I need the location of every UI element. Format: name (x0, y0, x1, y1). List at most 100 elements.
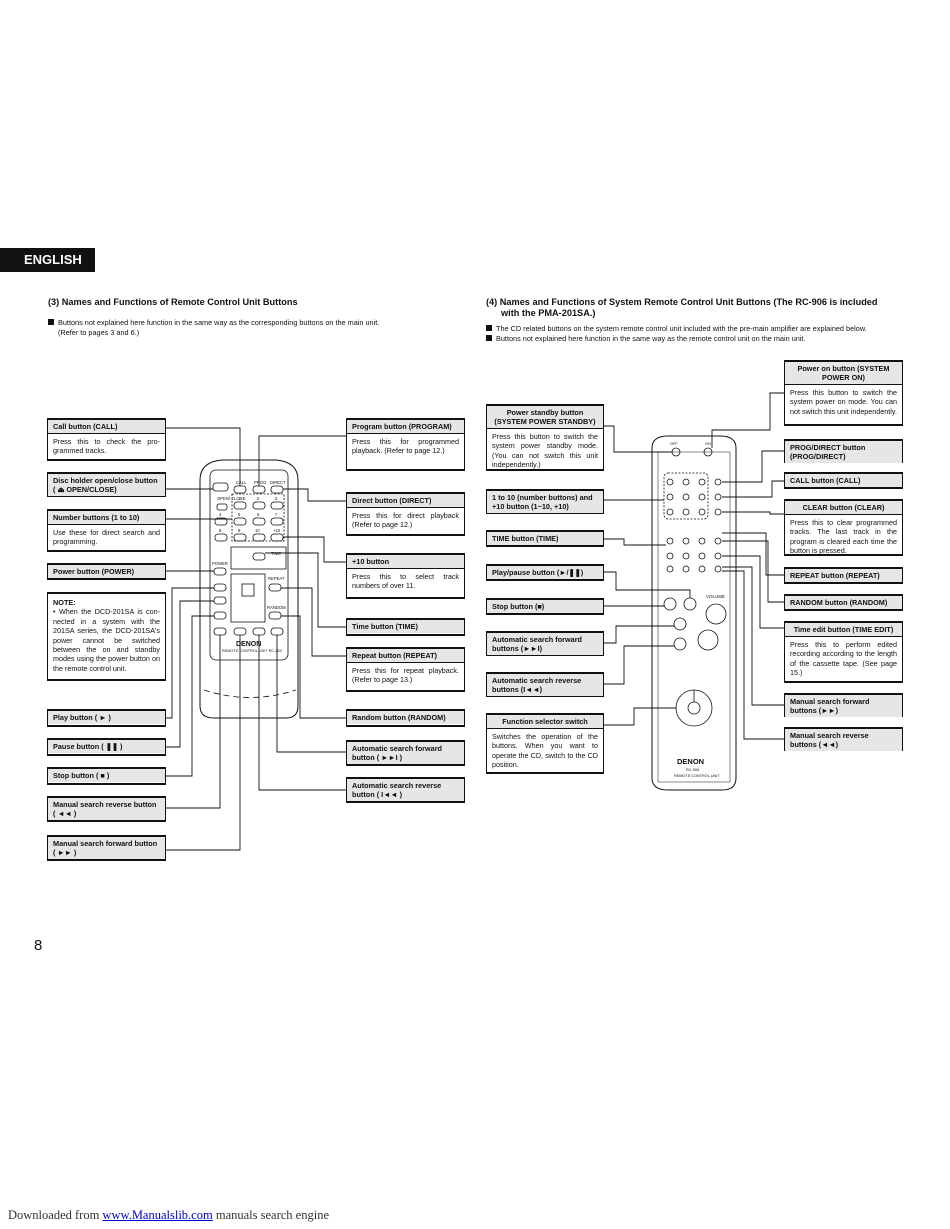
prog-direct-box: PROG/DIRECT button (PROG/DIRECT) (784, 439, 903, 463)
footer-suffix: manuals search engine (215, 1208, 329, 1222)
power-on-box: Power on button (SYSTEM POWER ON) Press … (784, 360, 903, 426)
number-buttons-box: 1 to 10 (number buttons) and +10 button … (486, 489, 604, 514)
remote-label-9: 9 (238, 528, 241, 533)
box-heading: Play button ( ► ) (48, 711, 165, 724)
direct-button-box: Direct button (DIRECT) Press this for di… (346, 492, 465, 536)
call-button-box: CALL button (CALL) (784, 472, 903, 489)
random-button-box: Random button (RANDOM) (346, 709, 465, 727)
auto-search-reverse-box: Automatic search reverse buttons (I◄◄) (486, 672, 604, 697)
box-heading: Automatic search reverse buttons (I◄◄) (487, 674, 603, 696)
call-button-box: Call button (CALL) Press this to check t… (47, 418, 166, 461)
box-body: Switches the operation of the buttons. W… (492, 732, 598, 770)
random-button-box: RANDOM button (RANDOM) (784, 594, 903, 611)
box-heading: Call button (CALL) (48, 420, 165, 434)
auto-search-reverse-box: Automatic search reverse button ( I◄◄ ) (346, 777, 465, 803)
box-heading: Manual search forward buttons (►►) (785, 695, 902, 717)
box-heading: Stop button ( ■ ) (48, 769, 165, 782)
box-body: Use these for direct search and programm… (53, 528, 160, 547)
remote-label-7: 7 (275, 512, 278, 517)
manual-search-reverse-box: Manual search reverse button ( ◄◄ ) (47, 796, 166, 822)
box-body: Press this for repeat playback. (Refer t… (352, 666, 459, 685)
title-line: with the PMA-201SA.) (501, 308, 596, 318)
bullet-square-icon (48, 319, 54, 325)
remote-label-on: ON (705, 442, 711, 446)
time-button-box: TIME button (TIME) (486, 530, 604, 547)
note-text: (Refer to pages 3 and 6.) (58, 327, 140, 337)
box-heading: Manual search reverse button ( ◄◄ ) (48, 798, 165, 820)
box-body: Press this button to switch the system p… (790, 388, 897, 416)
box-heading: Manual search forward button ( ►► ) (48, 837, 165, 859)
box-heading: Automatic search forward buttons (►►I) (487, 633, 603, 655)
box-heading: Automatic search forward button ( ►►I ) (347, 742, 464, 764)
footer-prefix: Downloaded from (8, 1208, 100, 1222)
auto-search-forward-box: Automatic search forward button ( ►►I ) (346, 740, 465, 766)
clear-button-box: CLEAR button (CLEAR) Press this to clear… (784, 499, 903, 556)
box-heading: Repeat button (REPEAT) (347, 649, 464, 663)
remote-label-random: RANDOM (267, 605, 286, 610)
remote-label-power: POWER (212, 561, 228, 566)
box-heading: REPEAT button (REPEAT) (785, 569, 902, 582)
remote-label-6: 6 (257, 512, 260, 517)
manual-search-reverse-box: Manual search reverse buttons (◄◄) (784, 727, 903, 751)
box-heading: Program button (PROGRAM) (347, 420, 464, 434)
box-body: Press this to select track numbers of ov… (352, 572, 459, 591)
box-heading: Disc holder open/close button ( ⏏ OPEN/C… (48, 474, 165, 496)
box-heading: Function selector switch (487, 715, 603, 729)
note-text: The CD related buttons on the system rem… (496, 324, 867, 333)
disc-holder-button-box: Disc holder open/close button ( ⏏ OPEN/C… (47, 472, 166, 497)
left-leader-lines (166, 427, 346, 851)
left-notes: Buttons not explained here function in t… (48, 318, 428, 337)
box-body: Press this for programmed playback. (Ref… (352, 437, 459, 456)
box-body: Press this to check the pro-grammed trac… (53, 437, 160, 456)
stop-button-box: Stop button (■) (486, 598, 604, 615)
box-heading: CALL button (CALL) (785, 474, 902, 487)
remote-control-rc263 (199, 459, 299, 719)
note-box: NOTE: • When the DCD-201SA is con-nected… (47, 592, 166, 681)
manual-search-forward-box: Manual search forward buttons (►►) (784, 693, 903, 717)
stop-button-box: Stop button ( ■ ) (47, 767, 166, 785)
box-body: Press this for direct playback (Refer to… (352, 511, 459, 530)
note-text: Buttons not explained here function in t… (58, 318, 380, 327)
box-heading: CLEAR button (CLEAR) (785, 501, 902, 515)
box-body: Press this to clear programmed tracks. T… (790, 518, 897, 556)
remote-control-rc906 (651, 435, 737, 791)
remote-label-prog: PROG (254, 480, 266, 485)
note-body: • When the DCD-201SA is con-nected in a … (53, 607, 160, 673)
remote-label-time: TIME (271, 551, 281, 556)
time-edit-button-box: Time edit button (TIME EDIT) Press this … (784, 621, 903, 683)
remote-label-off: OFF (670, 442, 678, 446)
bullet-square-icon (486, 325, 492, 331)
box-heading: Pause button ( ❚❚ ) (48, 740, 165, 753)
remote-label-repeat: REPEAT (268, 576, 285, 581)
box-heading: Power on button (SYSTEM POWER ON) (785, 362, 902, 385)
footer: Downloaded from www.Manualslib.com manua… (8, 1208, 329, 1223)
box-heading: Direct button (DIRECT) (347, 494, 464, 508)
right-leader-lines (604, 392, 784, 740)
program-button-box: Program button (PROGRAM) Press this for … (346, 418, 465, 471)
remote-model: RC-906 (686, 768, 699, 772)
play-pause-button-box: Play/pause button (►/❚❚) (486, 564, 604, 581)
number-buttons-box: Number buttons (1 to 10) Use these for d… (47, 509, 166, 552)
remote-label-plus10: +10 (273, 528, 281, 533)
pause-button-box: Pause button ( ❚❚ ) (47, 738, 166, 756)
play-button-box: Play button ( ► ) (47, 709, 166, 727)
box-heading: Time button (TIME) (347, 620, 464, 633)
box-heading: +10 button (347, 555, 464, 569)
box-heading: Random button (RANDOM) (347, 711, 464, 724)
box-heading: Number buttons (1 to 10) (48, 511, 165, 525)
remote-label-open-close: OPEN/ CLOSE (217, 496, 246, 501)
left-section-title: (3) Names and Functions of Remote Contro… (48, 297, 298, 307)
remote-label-5: 5 (238, 512, 241, 517)
remote-model-line: REMOTE CONTROL UNIT RC-263 (222, 649, 282, 653)
repeat-button-box: Repeat button (REPEAT) Press this for re… (346, 647, 465, 692)
box-heading: Automatic search reverse button ( I◄◄ ) (347, 779, 464, 801)
manualslib-link[interactable]: www.Manualslib.com (102, 1208, 213, 1222)
note-label: NOTE: (53, 598, 76, 607)
right-section-title: (4) Names and Functions of System Remote… (486, 297, 916, 319)
power-standby-box: Power standby button (SYSTEM POWER STAND… (486, 404, 604, 471)
remote-model-line: REMOTE CONTROL UNIT (674, 774, 720, 778)
manual-search-forward-box: Manual search forward button ( ►► ) (47, 835, 166, 861)
repeat-button-box: REPEAT button (REPEAT) (784, 567, 903, 584)
box-heading: Power button (POWER) (48, 565, 165, 578)
remote-label-1: 1 (238, 496, 241, 501)
